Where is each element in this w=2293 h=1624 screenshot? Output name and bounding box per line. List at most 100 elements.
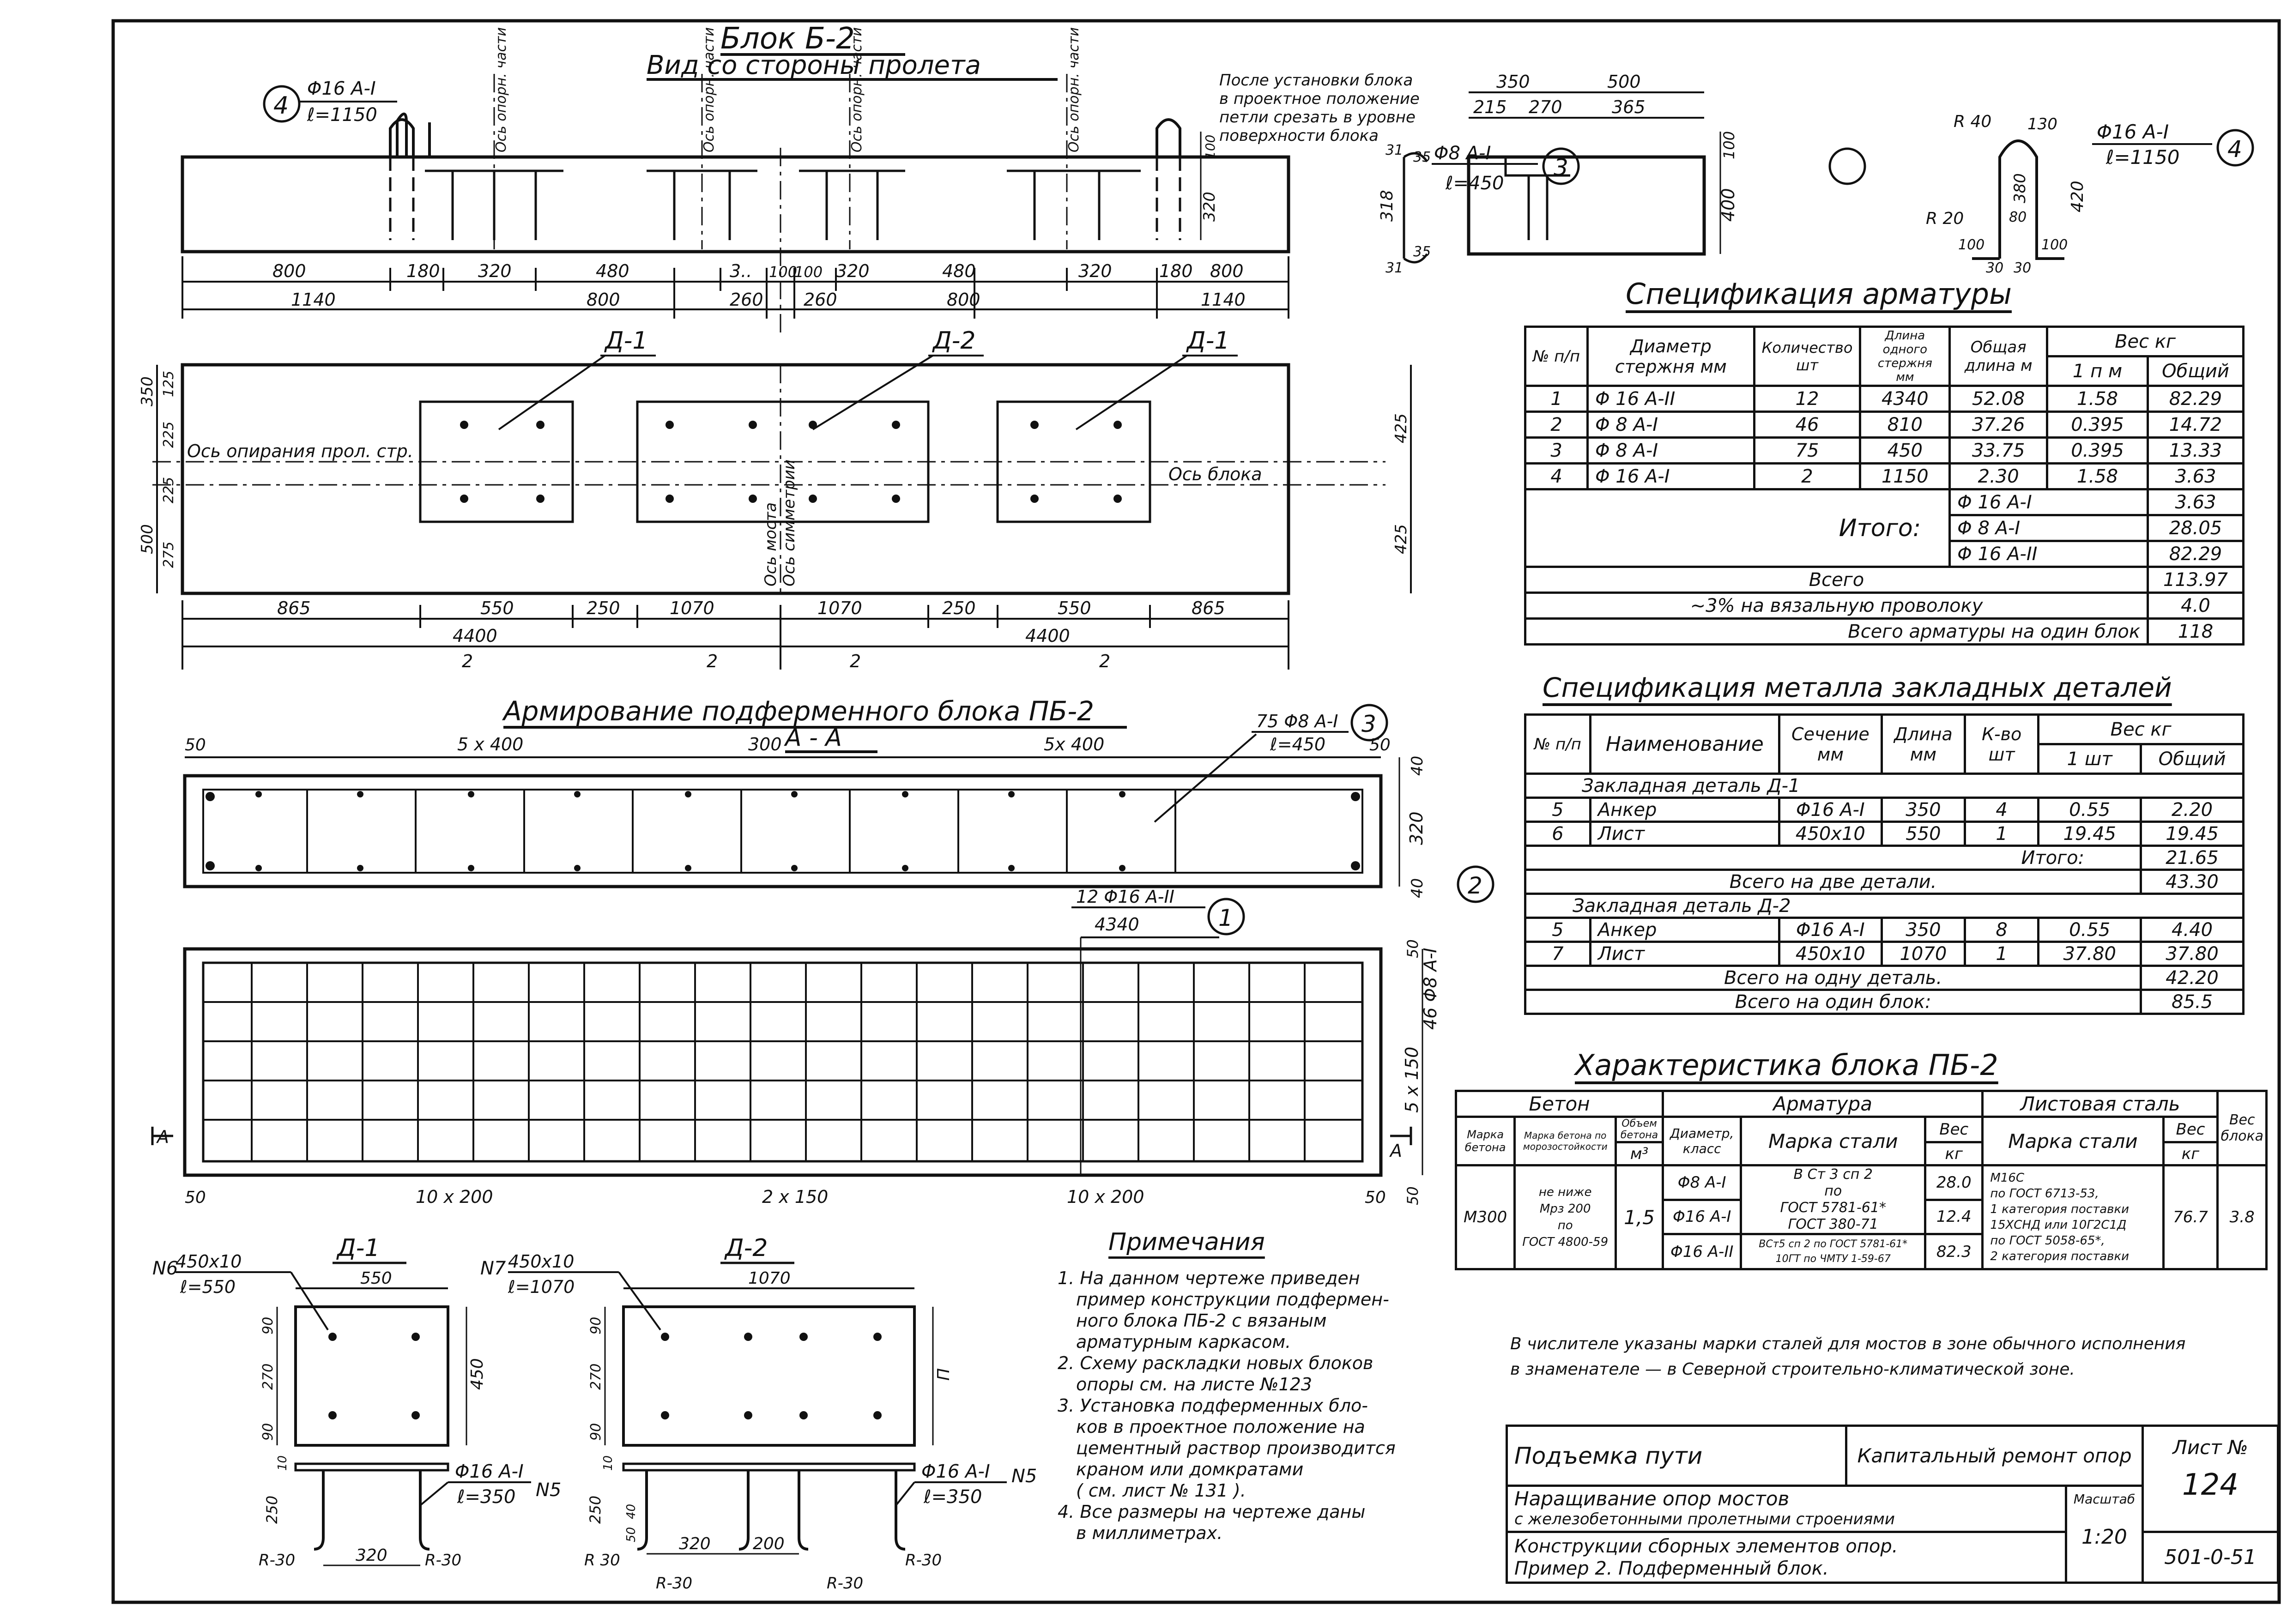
svg-text:10 x 200: 10 x 200 (416, 1187, 493, 1207)
svg-text:480: 480 (596, 261, 629, 281)
svg-text:865: 865 (1192, 598, 1225, 618)
svg-text:46 Φ8 А-I: 46 Φ8 А-I (1420, 948, 1440, 1030)
svg-text:100: 100 (1958, 237, 1984, 253)
svg-text:1140: 1140 (291, 290, 336, 310)
side-bar-tag-number: 3 (1554, 154, 1568, 181)
svg-text:2 x 150: 2 x 150 (762, 1187, 828, 1207)
svg-text:800: 800 (587, 290, 620, 310)
svg-text:50: 50 (1365, 1188, 1386, 1207)
svg-text:50: 50 (624, 1527, 638, 1542)
svg-text:Φ16 А-I: Φ16 А-I (455, 1461, 524, 1482)
svg-text:380: 380 (2011, 173, 2029, 203)
svg-text:R-30: R-30 (259, 1551, 295, 1570)
hook-detail: R 40 130 R 20 380 80 100 100 30 30 420 Φ… (1926, 112, 2254, 276)
svg-text:Д-1: Д-1 (336, 1234, 380, 1262)
svg-text:250: 250 (263, 1496, 281, 1524)
svg-text:500: 500 (138, 524, 157, 554)
svg-text:350: 350 (1496, 72, 1530, 92)
svg-text:40: 40 (1408, 756, 1427, 776)
metal-table: № п/п Наименование Сечение мм Длина мм К… (1524, 713, 2245, 1015)
block-title: Блок Б-2 (720, 22, 855, 56)
svg-text:Д-1: Д-1 (1186, 327, 1229, 355)
svg-text:R-30: R-30 (905, 1551, 942, 1570)
svg-text:80: 80 (2009, 209, 2027, 225)
loop-bar: Φ16 А-I (307, 78, 376, 99)
plan-anchor-dots (460, 421, 1122, 503)
svg-text:4400: 4400 (453, 626, 497, 646)
svg-text:225: 225 (161, 477, 177, 503)
svg-text:R 40: R 40 (1954, 112, 1991, 131)
cut-note-1: После установки блока (1219, 71, 1413, 90)
plan-view (152, 363, 1385, 595)
svg-text:R-30: R-30 (656, 1574, 692, 1593)
char-note-2: в знаменателе — в Северной строительно-к… (1510, 1360, 2075, 1379)
svg-text:550: 550 (480, 598, 514, 618)
svg-text:50: 50 (185, 1188, 206, 1207)
svg-text:320: 320 (679, 1534, 711, 1553)
svg-text:5 x 400: 5 x 400 (457, 734, 523, 755)
svg-text:50: 50 (185, 736, 206, 755)
svg-text:250: 250 (587, 598, 620, 618)
svg-text:2: 2 (1099, 651, 1110, 671)
svg-text:П: П (934, 1368, 953, 1381)
svg-text:270: 270 (260, 1364, 276, 1390)
d1-detail: Д-1 550 90 270 90 450 N6 450x10 ℓ=550 25… (152, 1234, 561, 1570)
svg-text:1070: 1070 (748, 1269, 791, 1288)
svg-text:40: 40 (624, 1504, 638, 1519)
svg-text:ℓ=1070: ℓ=1070 (508, 1277, 575, 1297)
svg-text:31: 31 (1385, 260, 1403, 276)
svg-text:R-30: R-30 (425, 1551, 461, 1570)
svg-text:450: 450 (468, 1358, 487, 1390)
svg-text:5x 400: 5x 400 (1044, 734, 1104, 755)
svg-text:Ось моста: Ось моста (762, 502, 780, 586)
svg-text:200: 200 (753, 1534, 785, 1553)
svg-text:400: 400 (1718, 188, 1738, 222)
svg-text:450x10: 450x10 (175, 1251, 242, 1272)
svg-text:425: 425 (1392, 524, 1410, 554)
svg-text:90: 90 (260, 1423, 276, 1441)
svg-text:3..: 3.. (730, 261, 752, 281)
svg-text:ℓ=350: ℓ=350 (457, 1486, 515, 1508)
char-note-1: В числителе указаны марки сталей для мос… (1510, 1334, 2186, 1353)
svg-text:31: 31 (1385, 142, 1403, 158)
svg-text:318: 318 (1378, 190, 1397, 222)
svg-text:N5: N5 (536, 1479, 561, 1501)
tag-3-circle (1542, 147, 1580, 185)
svg-text:1: 1 (1218, 905, 1233, 931)
svg-text:365: 365 (1612, 97, 1646, 117)
cut-note-2: в проектное положение (1219, 90, 1420, 108)
svg-text:865: 865 (277, 598, 311, 618)
metal-title: Спецификация металла закладных деталей (1543, 672, 2172, 703)
support-axis-label: Ось опирания прол. стр. (187, 441, 413, 461)
svg-text:30: 30 (2014, 260, 2031, 276)
svg-text:800: 800 (1210, 261, 1244, 281)
svg-text:10: 10 (601, 1455, 615, 1471)
d2-detail: Д-2 1070 90 270 90 П N7 450x10 ℓ=1070 25… (480, 1234, 1037, 1593)
cut-mark-right: А (1389, 1141, 1402, 1161)
reinf-title: Армирование подферменного блока ПБ-2 (502, 695, 1094, 727)
svg-text:90: 90 (260, 1317, 276, 1334)
svg-text:35: 35 (1413, 149, 1431, 165)
block-axis-label: Ось блока (1168, 464, 1262, 484)
svg-text:320: 320 (1078, 261, 1112, 281)
side-bar-length: ℓ=450 (1445, 173, 1504, 194)
svg-text:Д-2: Д-2 (724, 1234, 768, 1262)
svg-text:10 x 200: 10 x 200 (1067, 1187, 1144, 1207)
svg-text:30: 30 (1986, 260, 2003, 276)
svg-text:450x10: 450x10 (508, 1251, 574, 1272)
svg-text:Φ16 А-I: Φ16 А-I (921, 1461, 990, 1482)
support-axis-label-4: Ось опорн. части (1066, 27, 1082, 152)
support-axis-label-2: Ось опорн. части (701, 27, 717, 152)
cut-note-3: петли срезать в уровне (1219, 108, 1416, 127)
svg-text:ℓ=450: ℓ=450 (1270, 734, 1325, 755)
svg-text:R 20: R 20 (1926, 209, 1964, 228)
cut-mark-left: А (156, 1127, 169, 1147)
svg-text:5 x 150: 5 x 150 (1402, 1047, 1422, 1113)
svg-text:Ось симметрии: Ось симметрии (780, 459, 799, 586)
svg-text:90: 90 (588, 1423, 604, 1441)
svg-text:550: 550 (1058, 598, 1091, 618)
svg-text:40: 40 (1408, 878, 1427, 898)
svg-text:800: 800 (947, 290, 980, 310)
sheet-frame (111, 19, 2281, 1604)
